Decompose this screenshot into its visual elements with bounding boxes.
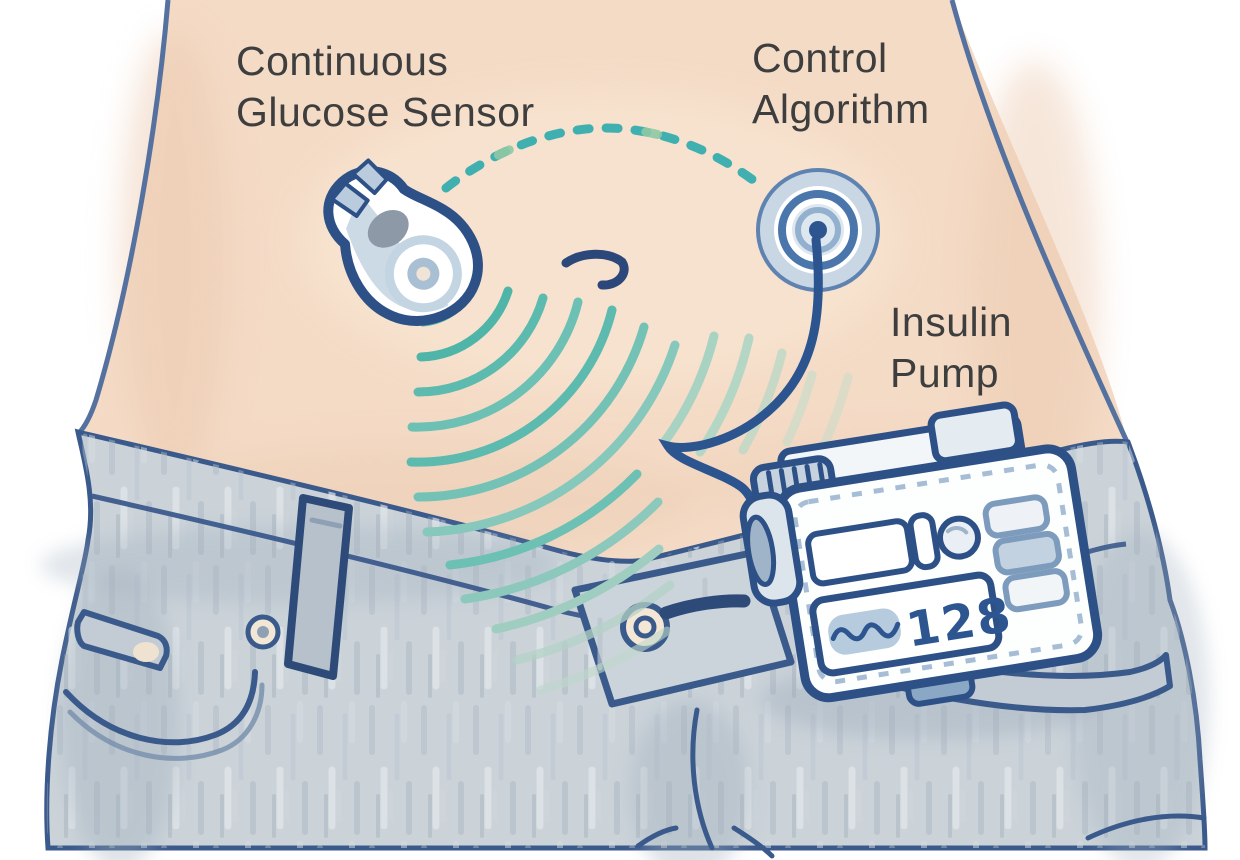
pump-main-display: 128 xyxy=(809,571,1016,677)
crotch-seam-marks xyxy=(635,825,775,859)
left-pocket-curve xyxy=(63,669,258,746)
data-link-icon xyxy=(441,123,758,193)
right-pocket-curve xyxy=(1085,813,1207,841)
algorithm-pod-device xyxy=(756,168,880,292)
navel xyxy=(561,249,629,290)
belt-loop-left xyxy=(74,609,170,671)
sensor-prong xyxy=(330,181,370,218)
label-continuous-glucose-sensor: Continuous Glucose Sensor xyxy=(236,38,535,135)
glucose-sensor-device xyxy=(323,158,483,326)
center-seam xyxy=(690,707,715,851)
torso-left-edge xyxy=(76,0,171,436)
sensor-prong xyxy=(351,158,389,196)
pump-round-button xyxy=(936,515,981,560)
infusion-tube xyxy=(658,235,823,537)
label-control-algorithm: Control Algorithm xyxy=(752,35,930,132)
label-insulin-pump: Insulin Pump xyxy=(890,299,1013,396)
insulin-pump-device: 128 xyxy=(739,401,1103,707)
waveform-squiggle-icon xyxy=(830,621,901,642)
pump-body-inner-border xyxy=(792,462,1085,685)
belt-loop-center xyxy=(284,494,353,680)
left-pocket-seam xyxy=(67,682,265,761)
waistband-rivet xyxy=(245,614,281,650)
pump-upper-display xyxy=(805,518,915,587)
pump-side-buttons xyxy=(982,494,1070,613)
buttonhole xyxy=(659,594,751,620)
signal-fan-icon xyxy=(406,278,853,695)
torso-right-edge xyxy=(949,0,1131,446)
